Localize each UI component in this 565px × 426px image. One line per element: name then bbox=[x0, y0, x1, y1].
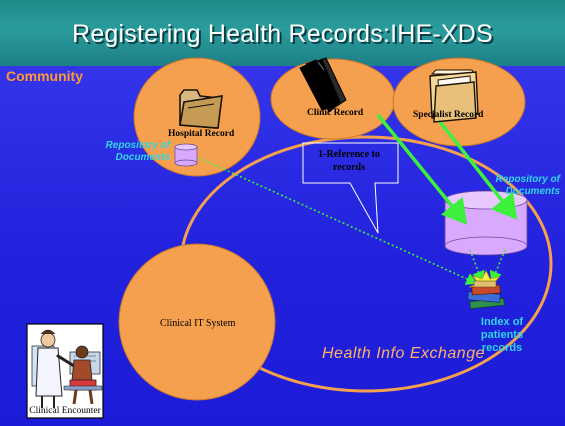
files-folder-icon bbox=[429, 69, 479, 123]
specialist-record-label: Specialist Record bbox=[413, 110, 484, 120]
index-books-icon[interactable] bbox=[467, 270, 505, 310]
black-folder-icon bbox=[299, 57, 347, 113]
clinic-record-label: Clinic Record bbox=[307, 108, 364, 118]
clinical-it-system-label: Clinical IT System bbox=[160, 318, 236, 329]
specialist-to-repository-arrow bbox=[435, 116, 518, 220]
reference-callout bbox=[302, 142, 399, 234]
repository-right-label: Repository of Documents bbox=[495, 174, 560, 197]
right-repo-to-index-arrow-a bbox=[469, 249, 485, 283]
folder-icon bbox=[179, 89, 223, 129]
reference-callout-text: 1-Reference to records bbox=[318, 149, 380, 173]
clinical-it-system-node[interactable] bbox=[118, 243, 276, 401]
hospital-repo-to-index-arrow bbox=[198, 157, 478, 285]
slide-title: Registering Health Records:IHE-XDS bbox=[72, 20, 493, 48]
title-bar bbox=[0, 0, 565, 66]
clinic-to-repository-arrow bbox=[376, 113, 468, 225]
index-label: Index of patients records bbox=[480, 316, 524, 354]
hospital-record-label: Hospital Record bbox=[168, 129, 235, 139]
right-repo-to-index-arrow-b bbox=[489, 249, 506, 283]
community-label: Community bbox=[6, 68, 83, 84]
doctor-patient-icon bbox=[31, 329, 103, 408]
repository-right-database-icon[interactable] bbox=[444, 190, 528, 256]
repository-left-label: Repository of Documents bbox=[105, 140, 170, 163]
health-info-exchange-label: Health Info Exchange bbox=[322, 345, 485, 362]
repository-left-database-icon[interactable] bbox=[174, 143, 198, 167]
clinical-encounter-label: Clinical Encounter bbox=[29, 406, 101, 416]
